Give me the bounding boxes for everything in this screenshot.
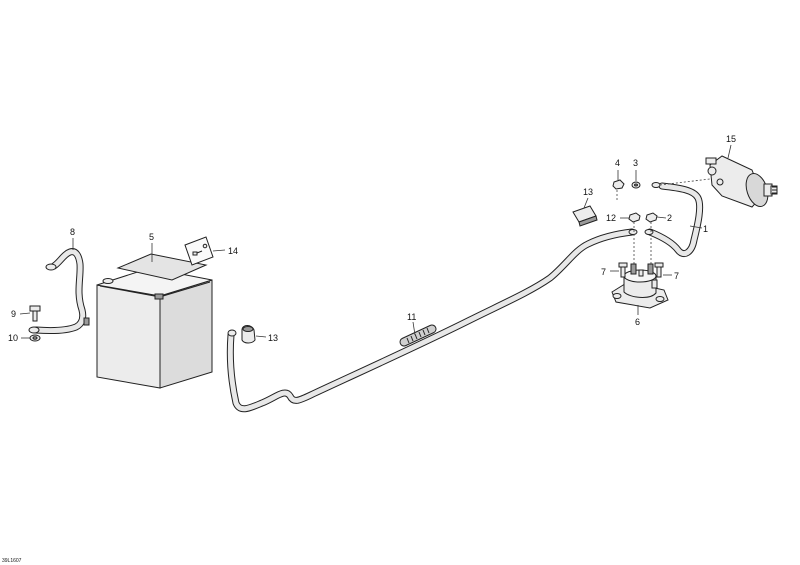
callout-4: 4 [615,158,620,168]
battery-bolt [29,305,41,322]
starter-washer [631,181,641,189]
leader-lines [19,144,732,339]
callout-7-right: 7 [674,271,679,281]
callout-2: 2 [667,213,672,223]
callout-8: 8 [70,227,75,237]
solenoid-screw-right [654,262,664,278]
negative-cable [28,248,90,335]
alignment-lines [616,177,719,266]
starter-solenoid [611,263,669,309]
callout-9: 9 [11,309,16,319]
drawing-reference: 39L1607 [2,558,22,564]
starter-nut [612,179,625,190]
callout-5: 5 [149,232,154,242]
callout-15: 15 [726,134,736,144]
solenoid-screw-left [618,262,628,278]
terminal-boot-lower [241,325,256,344]
callout-12: 12 [606,213,616,223]
starter-motor [705,155,778,208]
starter-cable [644,182,704,258]
callout-13-upper: 13 [583,187,593,197]
callout-labels: 1 2 3 4 5 6 7 7 8 9 10 11 12 13 13 14 15 [8,134,736,343]
callout-6: 6 [635,317,640,327]
terminal-boot-upper [572,205,598,227]
callout-10: 10 [8,333,18,343]
solenoid-nut-left [628,212,641,223]
callout-3: 3 [633,158,638,168]
callout-1: 1 [703,224,708,234]
callout-13-lower: 13 [268,333,278,343]
battery [96,253,213,389]
positive-cable [226,228,638,413]
callout-14: 14 [228,246,238,256]
solenoid-nut-right [645,212,658,223]
callout-11: 11 [407,312,416,322]
screw-kit [184,236,214,266]
battery-nut [29,334,41,342]
callout-7-left: 7 [601,267,606,277]
